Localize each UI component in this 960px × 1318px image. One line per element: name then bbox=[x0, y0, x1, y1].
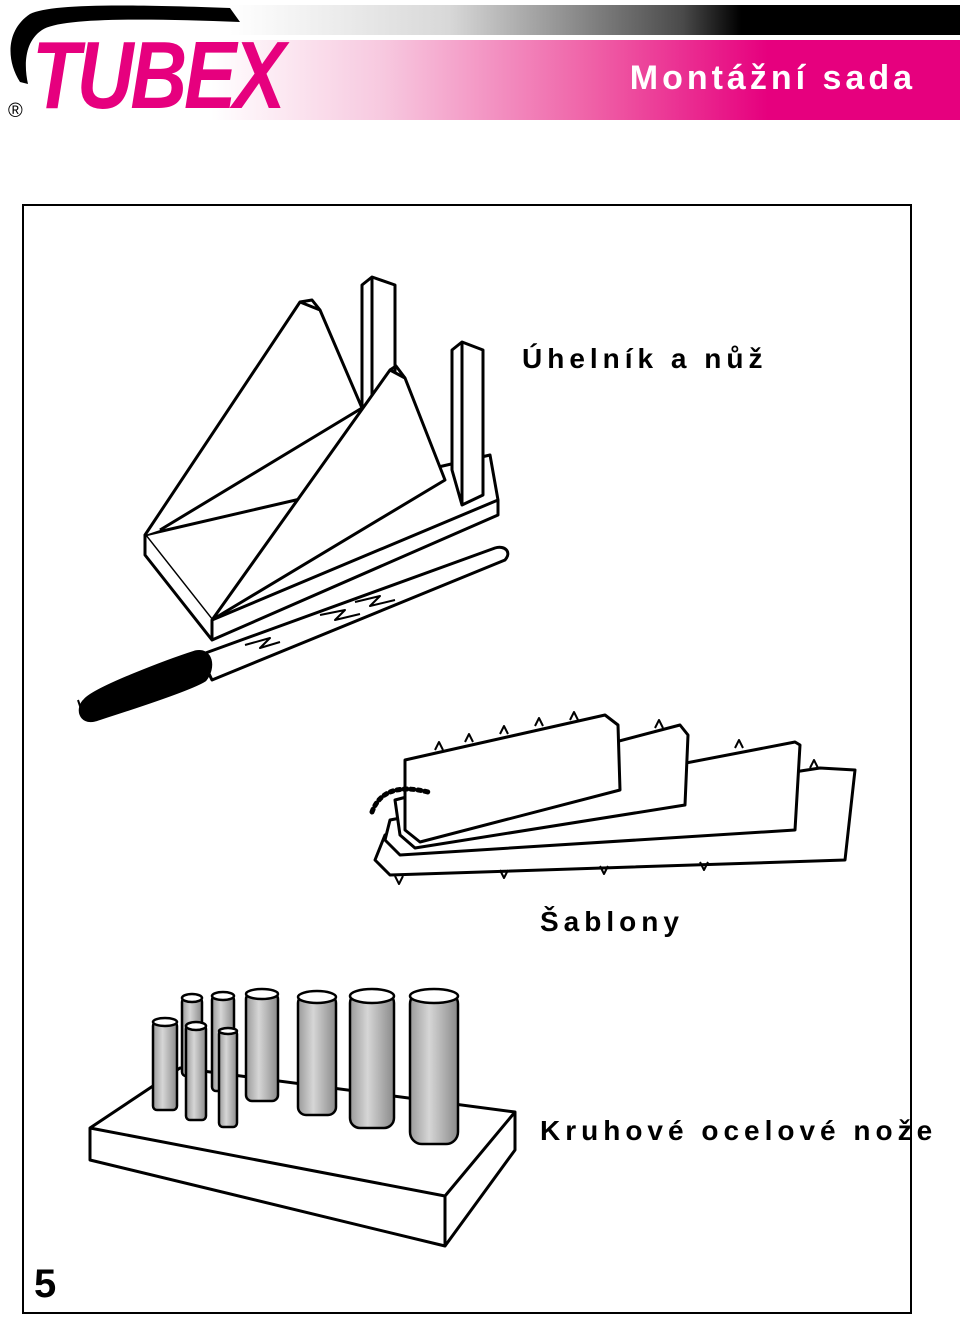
brand-logo: TUBEX bbox=[32, 22, 286, 129]
square-tool-illustration bbox=[143, 275, 500, 642]
caption-circular-knives: Kruhové ocelové nože bbox=[540, 1115, 938, 1146]
registered-mark: ® bbox=[8, 100, 23, 122]
header-top-bar bbox=[230, 5, 960, 35]
header: TUBEX ® Montážní sada bbox=[0, 0, 960, 125]
logo-swoosh-icon bbox=[10, 5, 240, 84]
knife-illustration bbox=[77, 545, 510, 723]
caption-templates: Šablony bbox=[540, 906, 684, 937]
caption-square-and-knife: Úhelník a nůž bbox=[522, 343, 768, 374]
page-title: Montážní sada bbox=[629, 59, 916, 97]
templates-illustration bbox=[369, 711, 857, 885]
content-frame bbox=[22, 204, 912, 1314]
circular-knives-illustration bbox=[88, 987, 517, 1248]
header-banner bbox=[0, 40, 960, 120]
page-number: 5 bbox=[34, 1262, 57, 1306]
